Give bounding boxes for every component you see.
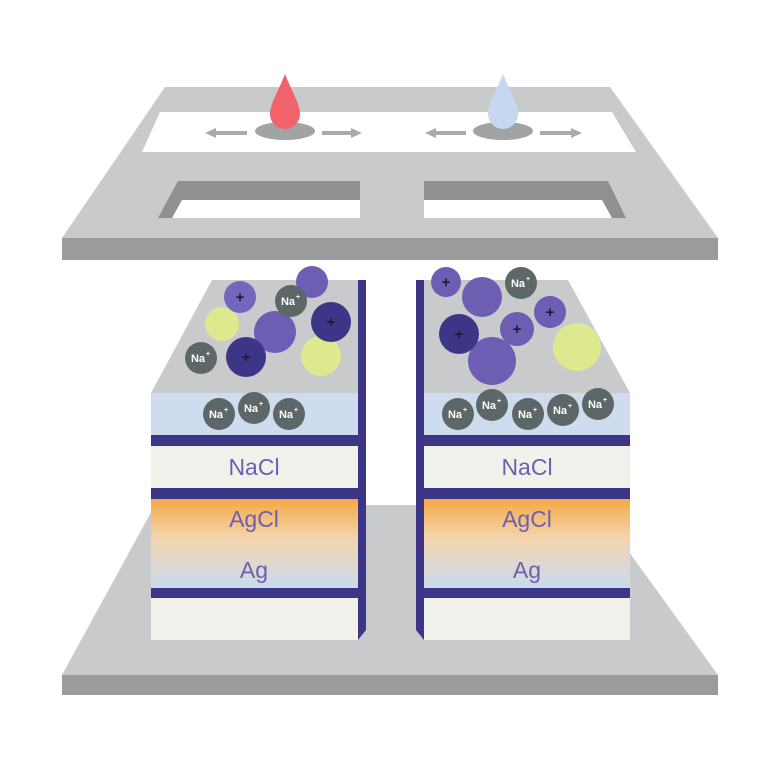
left-electrolyte-ions: Na + Na + Na + (203, 392, 305, 430)
svg-text:Na: Na (511, 278, 526, 290)
cation-molecule (254, 311, 296, 353)
arrow-left-icon (205, 128, 247, 138)
svg-text:+: + (497, 398, 501, 405)
neutral-molecule (205, 307, 239, 341)
cation-ion: + (500, 312, 534, 346)
sodium-ion: Na + (185, 342, 217, 374)
cation-ion: + (311, 302, 351, 342)
cation-molecule (468, 337, 516, 385)
left-window (158, 181, 360, 218)
sodium-ion: Na + (505, 267, 537, 299)
svg-text:+: + (442, 274, 451, 291)
svg-text:+: + (236, 289, 245, 306)
left-nacl-layer (151, 446, 358, 488)
sodium-ion: Na + (273, 398, 305, 430)
svg-text:+: + (463, 407, 467, 414)
svg-text:+: + (455, 326, 464, 343)
svg-text:Na: Na (553, 405, 568, 417)
agcl-label: AgCl (229, 506, 279, 532)
cation-molecule (296, 266, 328, 298)
svg-text:Na: Na (244, 403, 259, 415)
layer-bar (151, 435, 358, 446)
svg-text:Na: Na (281, 296, 296, 308)
arrow-right-icon (322, 128, 362, 138)
layer-bar (424, 435, 630, 446)
svg-text:Na: Na (518, 409, 533, 421)
svg-text:Na: Na (279, 409, 294, 421)
layer-bar (151, 488, 358, 499)
right-electrolyte-ions: Na + Na + Na + Na + Na + (442, 388, 614, 430)
ag-label: Ag (240, 557, 268, 583)
sodium-ion: Na + (442, 398, 474, 430)
sodium-ion: Na + (476, 389, 508, 421)
cation-ion: + (224, 281, 256, 313)
svg-text:+: + (259, 401, 263, 408)
svg-text:+: + (603, 397, 607, 404)
svg-text:Na: Na (482, 400, 497, 412)
top-plate (62, 74, 718, 260)
agcl-label: AgCl (502, 506, 552, 532)
right-substrate-layer (424, 598, 630, 640)
arrow-right-icon (540, 128, 582, 138)
right-block-side (416, 280, 424, 640)
left-top-particles: + + + Na + Na + (185, 266, 351, 377)
cold-droplet-icon (488, 74, 518, 129)
layer-bar (424, 588, 630, 598)
right-inlet (473, 122, 533, 140)
sodium-ion: Na + (203, 398, 235, 430)
nacl-label: NaCl (501, 454, 552, 480)
layer-bar (151, 588, 358, 598)
svg-text:+: + (546, 304, 555, 321)
svg-text:+: + (327, 314, 336, 331)
svg-text:Na: Na (588, 399, 603, 411)
svg-text:+: + (294, 407, 298, 414)
svg-text:+: + (296, 294, 300, 301)
neutral-molecule (301, 336, 341, 376)
svg-text:+: + (224, 407, 228, 414)
hot-droplet-icon (270, 74, 300, 129)
sodium-ion: Na + (275, 285, 307, 317)
left-agcl-ag-layer (151, 499, 358, 588)
cation-ion: + (534, 296, 566, 328)
svg-text:Na: Na (191, 353, 206, 365)
left-inlet (255, 122, 315, 140)
sodium-ion: Na + (547, 394, 579, 426)
cation-ion: + (226, 337, 266, 377)
left-block-side (358, 280, 366, 640)
sodium-ion: Na + (582, 388, 614, 420)
svg-text:+: + (242, 349, 251, 366)
right-window (424, 181, 626, 218)
sodium-ion: Na + (238, 392, 270, 424)
svg-text:+: + (206, 351, 210, 358)
cation-ion: + (431, 267, 461, 297)
svg-text:+: + (533, 407, 537, 414)
svg-text:+: + (526, 276, 530, 283)
arrow-left-icon (425, 128, 466, 138)
right-top-particles: + + + + Na + (431, 267, 601, 385)
cation-ion: + (439, 314, 479, 354)
right-agcl-ag-layer (424, 499, 630, 588)
layer-bar (424, 488, 630, 499)
svg-text:Na: Na (448, 409, 463, 421)
neutral-molecule (553, 323, 601, 371)
left-substrate-layer (151, 598, 358, 640)
svg-text:Na: Na (209, 409, 224, 421)
svg-text:+: + (513, 321, 522, 338)
nacl-label: NaCl (228, 454, 279, 480)
sodium-ion: Na + (512, 398, 544, 430)
cation-molecule (462, 277, 502, 317)
ag-label: Ag (513, 557, 541, 583)
right-nacl-layer (424, 446, 630, 488)
svg-text:+: + (568, 403, 572, 410)
